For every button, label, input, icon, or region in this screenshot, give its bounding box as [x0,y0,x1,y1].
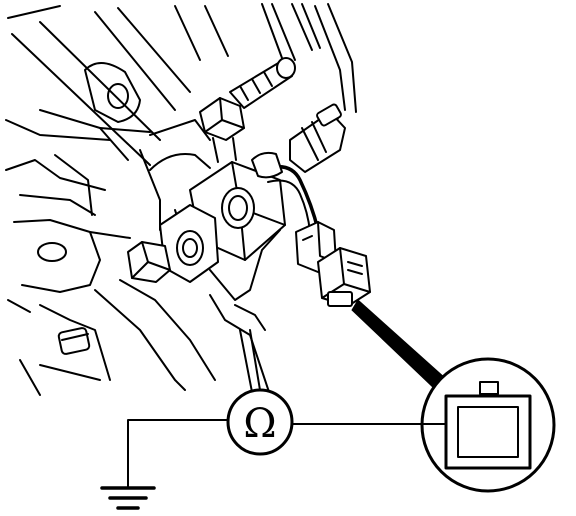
ground-symbol-icon [100,486,156,510]
upper-stud-bolt [199,57,296,163]
ohmmeter-icon: Ω [243,401,276,447]
upper-connector [289,103,346,173]
knock-sensor-body [127,161,286,301]
engine-block-casting [5,3,357,396]
meter-test-leads [127,329,447,489]
terminal-detail-callout [351,299,556,493]
lower-connector-pair [295,221,371,307]
ohmmeter: Ω [226,388,294,456]
